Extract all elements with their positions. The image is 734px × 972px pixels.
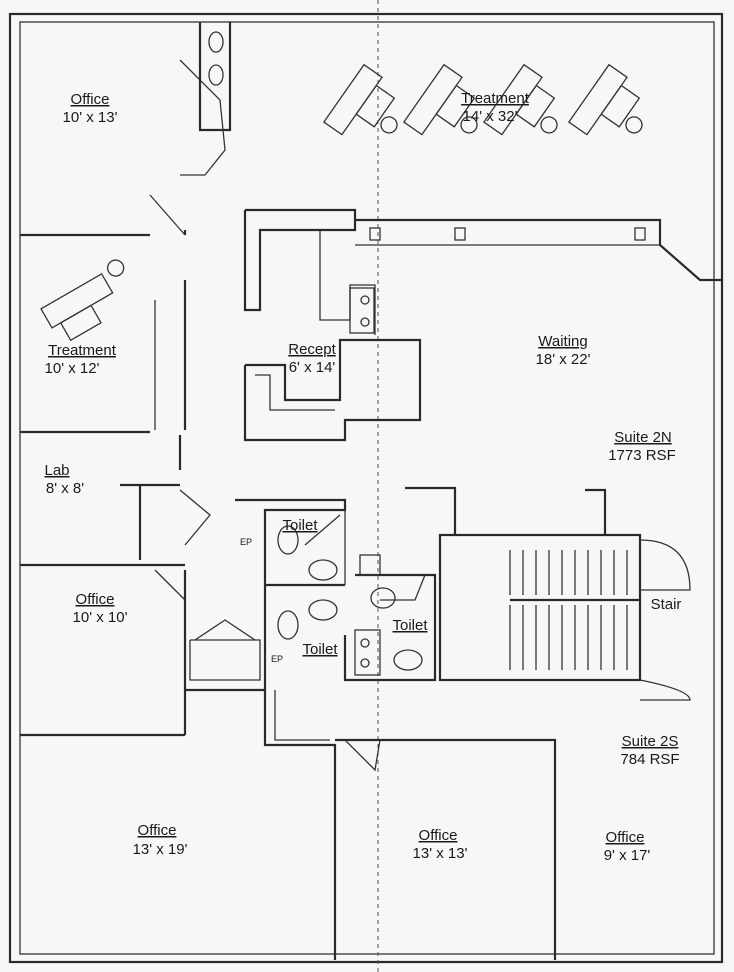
room-name: Office [606, 829, 645, 846]
stair-treads [509, 550, 628, 670]
room-labels: Office 10' x 13' Treatment 14' x 32' Tre… [44, 90, 681, 864]
room-size: 8' x 8' [46, 480, 84, 497]
suite-area: 1773 RSF [608, 447, 676, 464]
toilet-label: Toilet [392, 617, 428, 634]
room-name: Waiting [538, 333, 587, 350]
suite-name: Suite 2S [622, 733, 679, 750]
room-name: Office [71, 91, 110, 108]
room-name: Office [138, 822, 177, 839]
room-name: Treatment [461, 90, 530, 107]
room-size: 9' x 17' [604, 847, 651, 864]
room-size: 18' x 22' [536, 351, 591, 368]
room-name: Lab [44, 462, 69, 479]
room-size: 10' x 10' [73, 609, 128, 626]
room-size: 13' x 19' [133, 841, 188, 858]
stair-label: Stair [651, 596, 682, 613]
room-name: Office [419, 827, 458, 844]
room-size: 10' x 13' [63, 109, 118, 126]
room-size: 6' x 14' [289, 359, 336, 376]
toilet-label: Toilet [302, 641, 338, 658]
ep-label: EP [240, 537, 252, 547]
toilet-label: Toilet [282, 517, 318, 534]
interior-walls [20, 22, 722, 960]
room-name: Recept [288, 341, 336, 358]
room-size: 14' x 32' [463, 108, 518, 125]
fixtures [208, 31, 423, 671]
treatment-chairs [40, 63, 643, 342]
ep-label: EP [271, 654, 283, 664]
suite-name: Suite 2N [614, 429, 672, 446]
exterior-walls [8, 12, 724, 964]
room-name: Office [76, 591, 115, 608]
room-size: 10' x 12' [45, 360, 100, 377]
room-size: 13' x 13' [413, 845, 468, 862]
suite-area: 784 RSF [620, 751, 679, 768]
room-name: Treatment [48, 342, 117, 359]
